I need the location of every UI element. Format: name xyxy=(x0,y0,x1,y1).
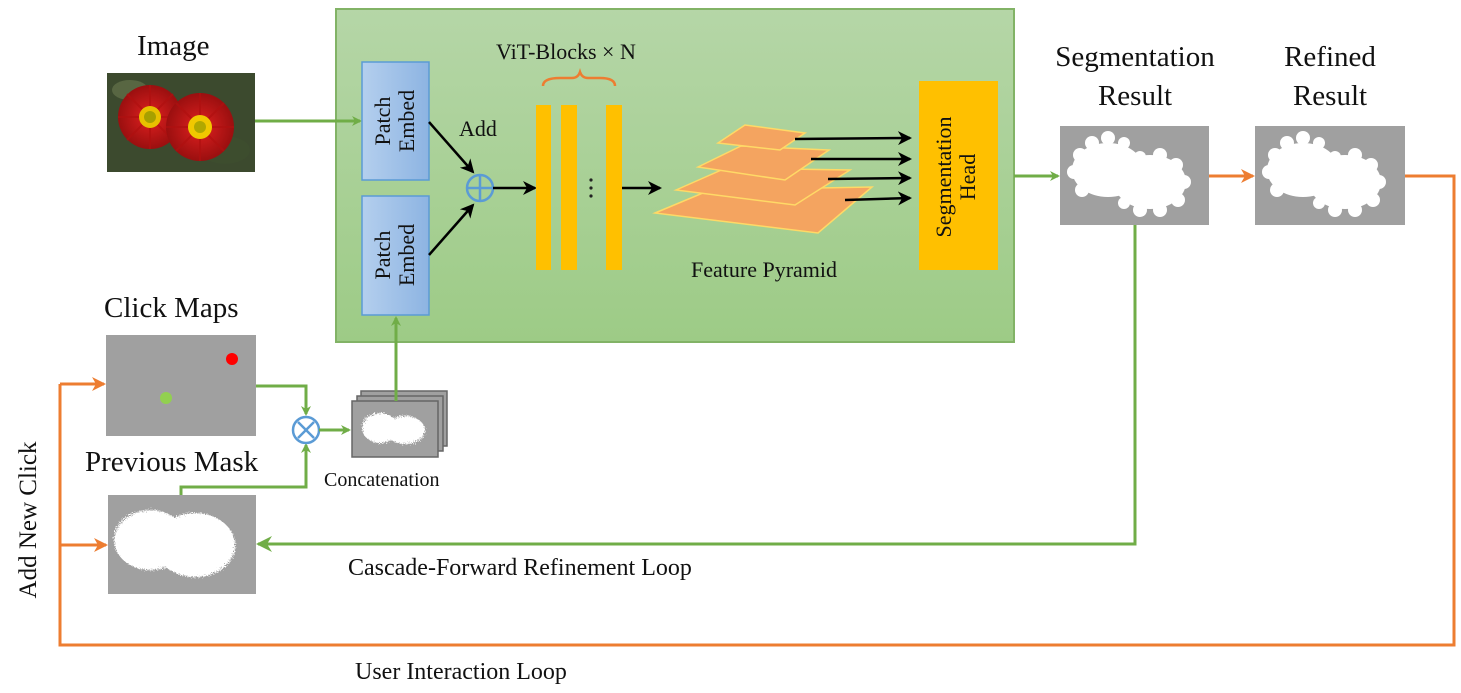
feature-pyramid xyxy=(652,124,875,234)
backbone-panel xyxy=(335,8,1015,343)
patch-embed-2-line2: Embed xyxy=(394,223,420,287)
pyramid-level-2 xyxy=(695,145,832,181)
patch-embed-1-line2: Embed xyxy=(394,89,420,153)
input-image xyxy=(107,73,255,172)
flower-right xyxy=(166,93,234,161)
patch-embed-2-label: Patch Embed xyxy=(370,205,421,305)
user-interaction-loop-label: User Interaction Loop xyxy=(355,659,567,685)
patch-embed-1-to-add-arrow xyxy=(428,121,475,174)
negative-click-dot xyxy=(226,353,238,365)
segmentation-result-line2: Result xyxy=(1097,80,1173,113)
previous-mask-label: Previous Mask xyxy=(85,446,259,478)
refined-result-line2: Result xyxy=(1292,80,1368,113)
patch-embed-2-line1: Patch xyxy=(370,230,395,280)
vit-block-n xyxy=(606,105,622,270)
vit-blocks-label: ViT-Blocks × N xyxy=(496,39,636,64)
refined-result-mask xyxy=(1255,126,1405,225)
concatenation-stack xyxy=(351,390,448,458)
click-maps-to-multiply-arrow xyxy=(256,384,311,416)
segmentation-result-label: Segmentation Result xyxy=(1035,38,1235,116)
patch-embed-2-to-add-arrow xyxy=(428,203,475,256)
click-maps-image xyxy=(106,335,256,436)
image-label: Image xyxy=(137,30,210,62)
cascade-loop-line xyxy=(256,225,1137,552)
add-new-click-label: Add New Click xyxy=(15,441,42,599)
pyramid-level-1 xyxy=(715,124,808,151)
pyramid-level-4 xyxy=(652,186,875,234)
pyramid-level-3-arrow xyxy=(827,171,912,186)
multiply-operator-icon xyxy=(291,415,321,445)
segmentation-head-line1: Segmentation xyxy=(931,116,956,238)
add-label: Add xyxy=(459,116,497,141)
click-maps-label: Click Maps xyxy=(104,292,239,324)
vit-block-1 xyxy=(536,105,551,270)
concatenation-label: Concatenation xyxy=(324,469,440,491)
segmentation-head-box xyxy=(919,81,998,270)
flower-left xyxy=(118,85,182,149)
add-operator-icon xyxy=(465,173,495,203)
cascade-loop-label: Cascade-Forward Refinement Loop xyxy=(348,555,692,581)
patch-embed-box-1 xyxy=(361,61,430,181)
patch-embed-1-line1: Patch xyxy=(370,96,395,146)
patch-embed-1-label: Patch Embed xyxy=(370,71,421,171)
patch-embed-box-2 xyxy=(361,195,430,316)
pyramid-level-3 xyxy=(673,167,853,206)
ellipsis-icon xyxy=(589,178,593,198)
user-interaction-loop-line xyxy=(58,174,1456,647)
vit-blocks-brace xyxy=(541,68,617,87)
refined-result-label: Refined Result xyxy=(1230,38,1430,116)
vit-block-2 xyxy=(561,105,577,270)
previous-mask-image xyxy=(108,495,256,594)
refined-result-line1: Refined xyxy=(1284,41,1376,73)
feature-pyramid-label: Feature Pyramid xyxy=(691,257,838,282)
segmentation-result-mask xyxy=(1060,126,1209,225)
positive-click-dot xyxy=(160,392,172,404)
previous-mask-to-multiply-arrow xyxy=(179,443,311,495)
segmentation-head-label: Segmentation Head xyxy=(931,112,984,242)
pyramid-level-4-arrow xyxy=(844,191,912,206)
segmentation-head-line2: Head xyxy=(955,153,981,201)
segmentation-result-line1: Segmentation xyxy=(1055,41,1215,73)
pyramid-level-1-arrow xyxy=(794,131,912,146)
